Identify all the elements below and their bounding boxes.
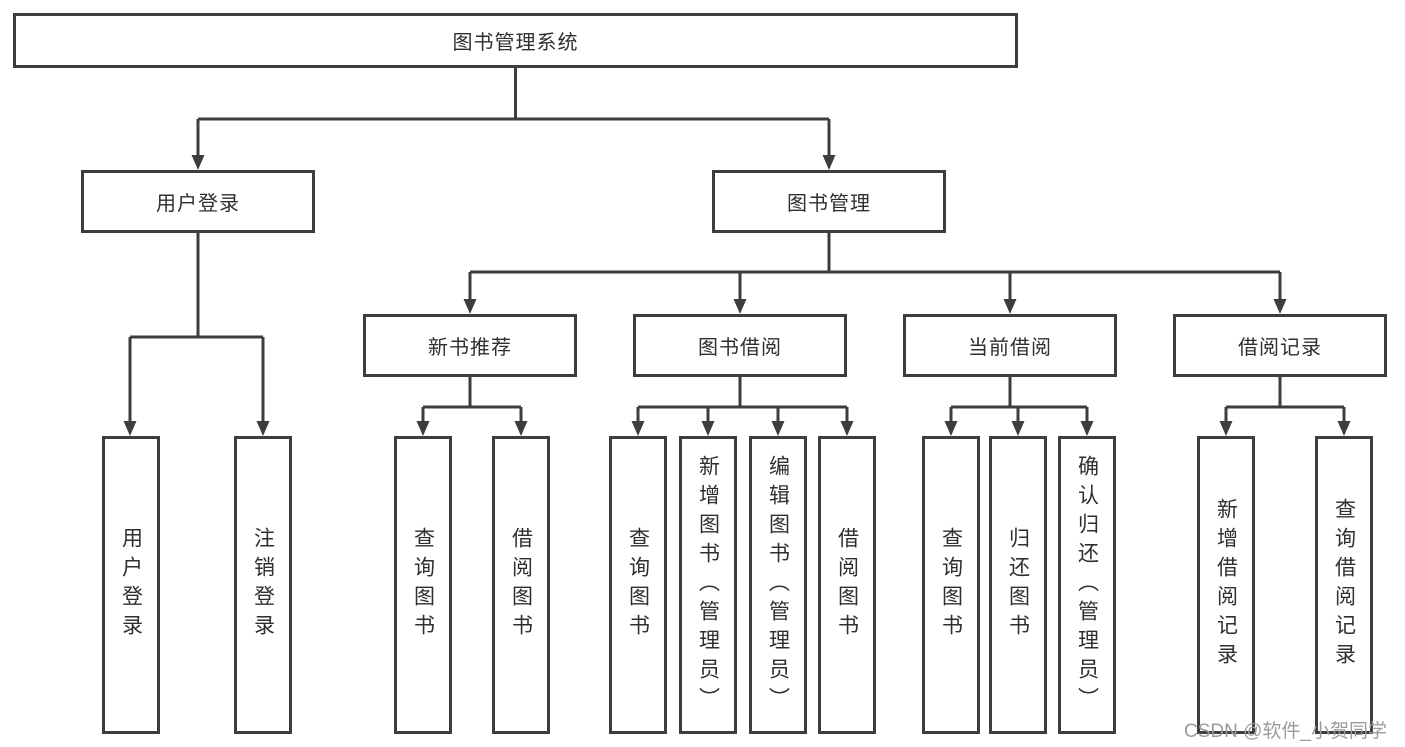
node-leaf-confirm-return-admin: 确认归还（管理员） bbox=[1058, 436, 1116, 734]
node-current-borrow: 当前借阅 bbox=[903, 314, 1117, 377]
node-leaf-logout: 注销登录 bbox=[234, 436, 292, 734]
node-leaf-return-books: 归还图书 bbox=[989, 436, 1047, 734]
node-leaf-borrow-books-recommend: 借阅图书 bbox=[492, 436, 550, 734]
node-leaf-add-borrow-record: 新增借阅记录 bbox=[1197, 436, 1255, 734]
node-book-management: 图书管理 bbox=[712, 170, 946, 233]
node-leaf-user-login: 用户登录 bbox=[102, 436, 160, 734]
node-leaf-add-books-admin: 新增图书（管理员） bbox=[679, 436, 737, 734]
node-leaf-edit-books-admin: 编辑图书（管理员） bbox=[749, 436, 807, 734]
node-book-borrow: 图书借阅 bbox=[633, 314, 847, 377]
node-user-login: 用户登录 bbox=[81, 170, 315, 233]
arrowhead-icons bbox=[123, 155, 1351, 436]
csdn-watermark: CSDN @软件_小贺同学 bbox=[1184, 721, 1387, 742]
node-leaf-query-books-borrow: 查询图书 bbox=[609, 436, 667, 734]
node-leaf-borrow-books: 借阅图书 bbox=[818, 436, 876, 734]
node-root-book-management-system: 图书管理系统 bbox=[13, 13, 1018, 68]
node-new-book-recommend: 新书推荐 bbox=[363, 314, 577, 377]
node-leaf-query-books-current: 查询图书 bbox=[922, 436, 980, 734]
node-leaf-query-books-recommend: 查询图书 bbox=[394, 436, 452, 734]
node-borrow-records: 借阅记录 bbox=[1173, 314, 1387, 377]
node-leaf-query-borrow-record: 查询借阅记录 bbox=[1315, 436, 1373, 734]
